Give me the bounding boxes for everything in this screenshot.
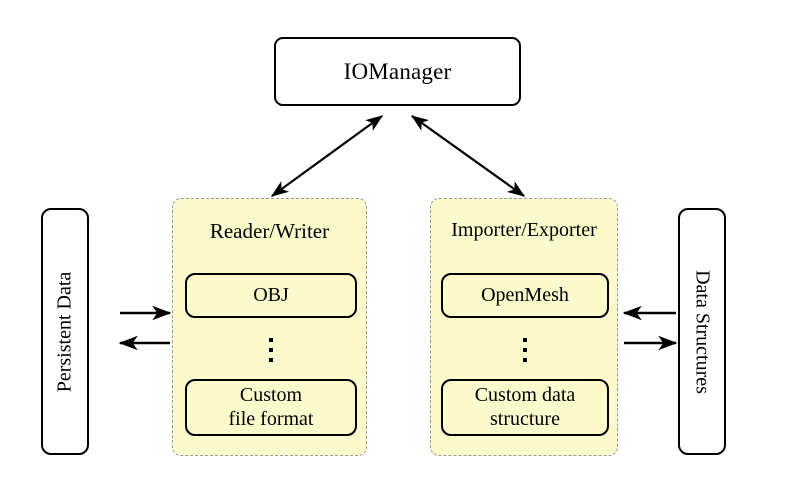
- item-openmesh-label: OpenMesh: [481, 283, 569, 306]
- importer-exporter-ellipsis-icon: [522, 338, 528, 362]
- item-openmesh[interactable]: OpenMesh: [441, 273, 609, 318]
- item-obj[interactable]: OBJ: [185, 273, 357, 318]
- persistent-data-node[interactable]: Persistent Data: [41, 208, 89, 455]
- data-structures-node[interactable]: Data Structures: [678, 208, 726, 455]
- reader-writer-ellipsis-icon: [268, 338, 274, 362]
- persistent-data-label: Persistent Data: [53, 271, 76, 392]
- item-obj-label: OBJ: [253, 283, 289, 306]
- iomanager-node[interactable]: IOManager: [274, 37, 521, 106]
- connector-manager-importer-exporter: [410, 115, 526, 197]
- reader-writer-title: Reader/Writer: [209, 219, 330, 243]
- importer-exporter-title: Importer/Exporter: [451, 219, 597, 241]
- iomanager-label: IOManager: [343, 58, 452, 84]
- data-structures-label: Data Structures: [691, 269, 714, 394]
- connector-manager-reader-writer: [270, 115, 384, 197]
